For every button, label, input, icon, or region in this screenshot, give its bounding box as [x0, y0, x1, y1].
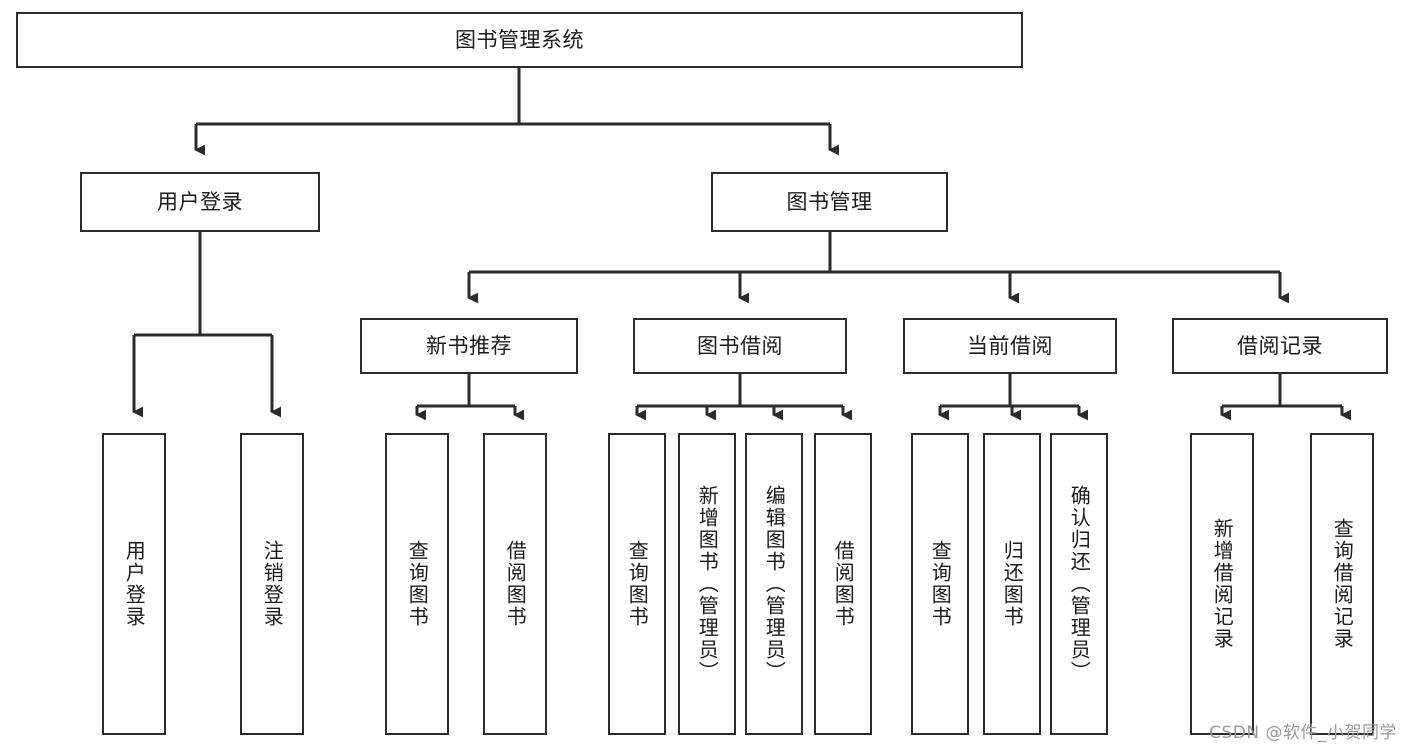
node-book-manage-label: 图书管理 [786, 189, 873, 214]
node-leaf-query-borrow-record-label: 查询借阅记录 [1330, 518, 1355, 650]
node-leaf-confirm-return-admin-label: 确认归还（管理员） [1067, 485, 1092, 683]
node-borrow-record[interactable]: 借阅记录 [1172, 318, 1388, 374]
node-leaf-query-borrow-record[interactable]: 查询借阅记录 [1310, 433, 1374, 735]
node-leaf-query-book-2-label: 查询图书 [625, 540, 650, 628]
node-book-manage[interactable]: 图书管理 [711, 172, 948, 232]
node-leaf-query-book-3-label: 查询图书 [928, 540, 953, 628]
node-root-label: 图书管理系统 [455, 27, 584, 52]
node-leaf-borrow-book-2[interactable]: 借阅图书 [814, 433, 872, 735]
node-leaf-borrow-book-2-label: 借阅图书 [831, 540, 856, 628]
node-leaf-borrow-book-1-label: 借阅图书 [503, 540, 528, 628]
node-user-login[interactable]: 用户登录 [80, 172, 320, 232]
node-leaf-add-book-admin[interactable]: 新增图书（管理员） [678, 433, 736, 735]
node-current-borrow[interactable]: 当前借阅 [903, 318, 1117, 374]
node-leaf-add-borrow-record-label: 新增借阅记录 [1210, 518, 1235, 650]
node-leaf-add-borrow-record[interactable]: 新增借阅记录 [1190, 433, 1254, 735]
node-user-login-label: 用户登录 [157, 189, 243, 214]
node-leaf-user-login[interactable]: 用户登录 [102, 433, 166, 735]
node-leaf-return-book[interactable]: 归还图书 [983, 433, 1041, 735]
node-borrow-record-label: 借阅记录 [1237, 333, 1323, 358]
node-leaf-edit-book-admin[interactable]: 编辑图书（管理员） [745, 433, 803, 735]
node-leaf-query-book-2[interactable]: 查询图书 [608, 433, 666, 735]
node-new-book-recommend-label: 新书推荐 [426, 333, 512, 358]
node-new-book-recommend[interactable]: 新书推荐 [360, 318, 578, 374]
node-leaf-edit-book-admin-label: 编辑图书（管理员） [762, 485, 787, 683]
csdn-watermark: CSDN @软件_小贺同学 [1209, 723, 1397, 743]
node-leaf-query-book-1[interactable]: 查询图书 [385, 433, 449, 735]
node-leaf-confirm-return-admin[interactable]: 确认归还（管理员） [1050, 433, 1108, 735]
node-current-borrow-label: 当前借阅 [967, 333, 1053, 358]
node-leaf-borrow-book-1[interactable]: 借阅图书 [483, 433, 547, 735]
node-leaf-add-book-admin-label: 新增图书（管理员） [695, 485, 720, 683]
node-leaf-user-logout-label: 注销登录 [260, 540, 285, 628]
node-book-borrow-label: 图书借阅 [697, 333, 783, 358]
node-book-borrow[interactable]: 图书借阅 [633, 318, 847, 374]
node-leaf-user-login-label: 用户登录 [122, 540, 147, 628]
node-leaf-user-logout[interactable]: 注销登录 [240, 433, 304, 735]
node-leaf-return-book-label: 归还图书 [1000, 540, 1025, 628]
node-root[interactable]: 图书管理系统 [16, 12, 1023, 68]
node-leaf-query-book-3[interactable]: 查询图书 [911, 433, 969, 735]
node-leaf-query-book-1-label: 查询图书 [405, 540, 430, 628]
